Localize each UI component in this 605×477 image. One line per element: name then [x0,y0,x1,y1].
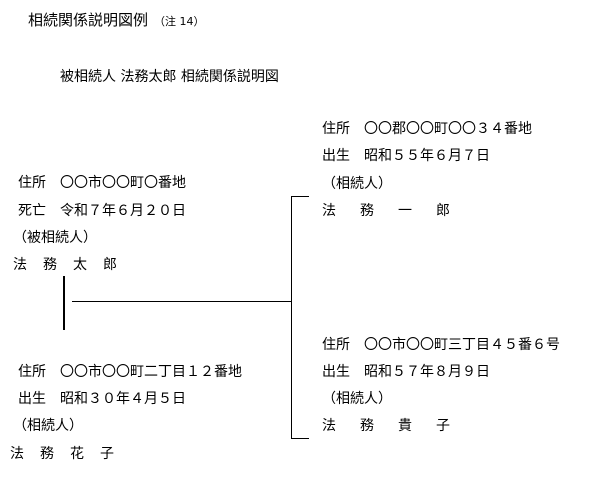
child2-name: 法務貴子 [322,418,474,434]
sibling-bracket-vertical [291,196,292,439]
child1-role: （相続人） [322,176,392,192]
spouse-name: 法務花子 [10,446,130,462]
spouse-address: 住所 〇〇市〇〇町二丁目１２番地 [18,364,242,380]
child2-birth: 出生 昭和５７年８月９日 [322,364,490,380]
chart-heading: 被相続人 法務太郎 相続関係説明図 [60,69,279,85]
title-note: （注 14） [154,15,205,28]
child2-role: （相続人） [322,391,392,407]
spouse-role: （相続人） [13,418,83,434]
marriage-line [63,276,65,330]
document-title: 相続関係説明図例 [28,11,149,29]
deceased-name: 法務太郎 [13,257,133,273]
deceased-address: 住所 〇〇市〇〇町〇番地 [18,175,186,191]
spouse-birth: 出生 昭和３０年４月５日 [18,391,186,407]
child1-name: 法務一郎 [322,203,474,219]
child1-address: 住所 〇〇郡〇〇町〇〇３４番地 [322,121,532,137]
child2-address: 住所 〇〇市〇〇町三丁目４５番６号 [322,337,560,353]
child1-birth: 出生 昭和５５年６月７日 [322,148,490,164]
deceased-death: 死亡 令和７年６月２０日 [18,203,186,219]
deceased-role: （被相続人） [13,230,97,246]
child2-connector [291,438,309,439]
child1-connector [291,196,309,197]
document-title-row: 相続関係説明図例 （注 14） [28,12,205,30]
descendant-line [72,301,292,302]
